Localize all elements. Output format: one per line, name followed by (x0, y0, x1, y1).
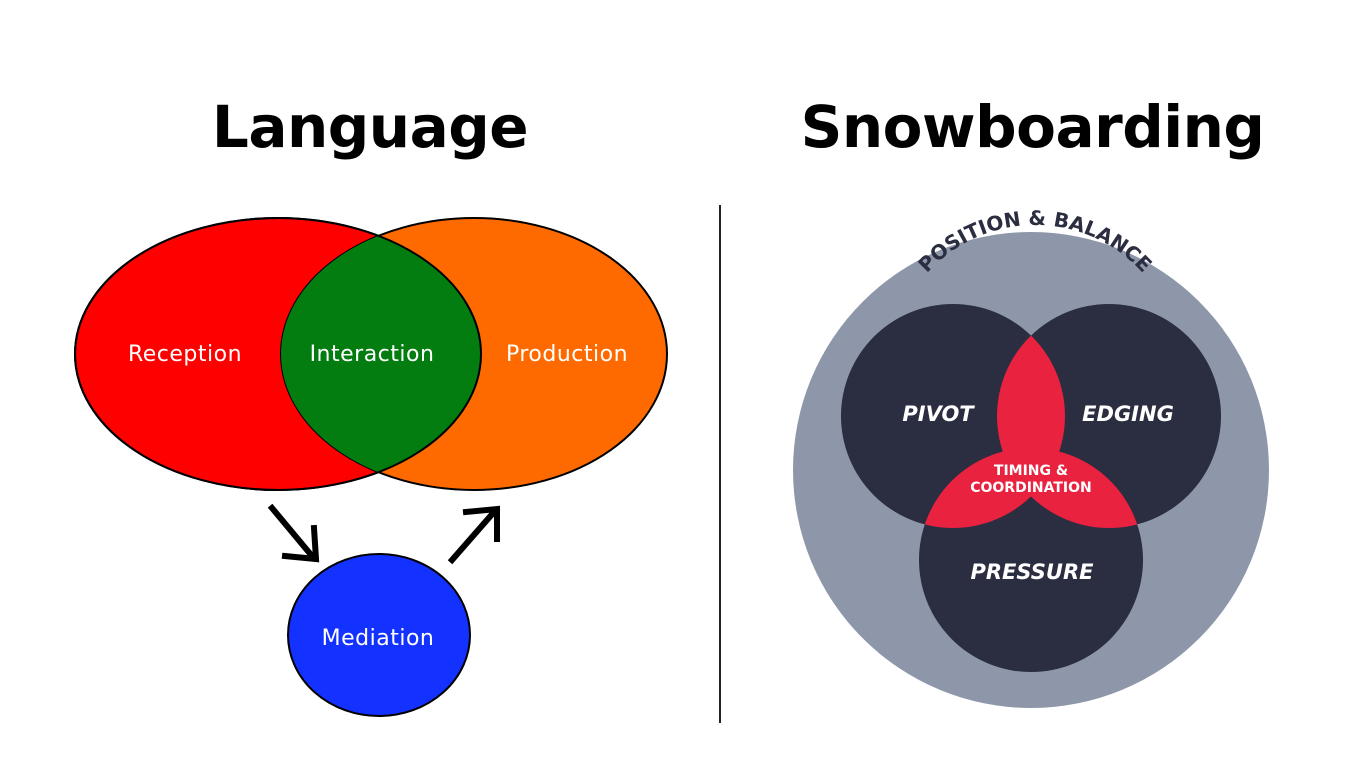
center-divider (719, 205, 721, 723)
position-balance-circle (793, 232, 1269, 708)
pivot-edging-overlap (997, 304, 1065, 528)
snowboarding-title: Snowboarding (800, 93, 1265, 161)
reception-outline (74, 217, 482, 491)
arrow-up-right-icon (447, 505, 500, 565)
pivot-pressure-overlap (919, 448, 1065, 528)
production-label: Production (506, 342, 628, 367)
pressure-circle (919, 448, 1143, 672)
coordination-label: COORDINATION (970, 480, 1092, 496)
edging-pressure-overlap (997, 448, 1143, 528)
reception-label: Reception (128, 342, 242, 367)
language-diagram: Reception Interaction Production Mediati… (74, 217, 668, 717)
pivot-circle (841, 304, 1065, 528)
timing-label: TIMING & (994, 463, 1068, 479)
position-balance-label: POSITION & BALANCE (913, 206, 1157, 277)
pivot-label: PIVOT (902, 402, 975, 426)
edging-label: EDGING (1082, 402, 1174, 426)
arrow-down-right-icon (267, 503, 320, 563)
interaction-overlap (281, 218, 481, 490)
pressure-label: PRESSURE (971, 560, 1095, 584)
language-title: Language (211, 93, 529, 161)
edging-circle (997, 304, 1221, 528)
mediation-label: Mediation (322, 626, 435, 651)
mediation-circle (287, 553, 471, 717)
interaction-label: Interaction (310, 342, 435, 367)
